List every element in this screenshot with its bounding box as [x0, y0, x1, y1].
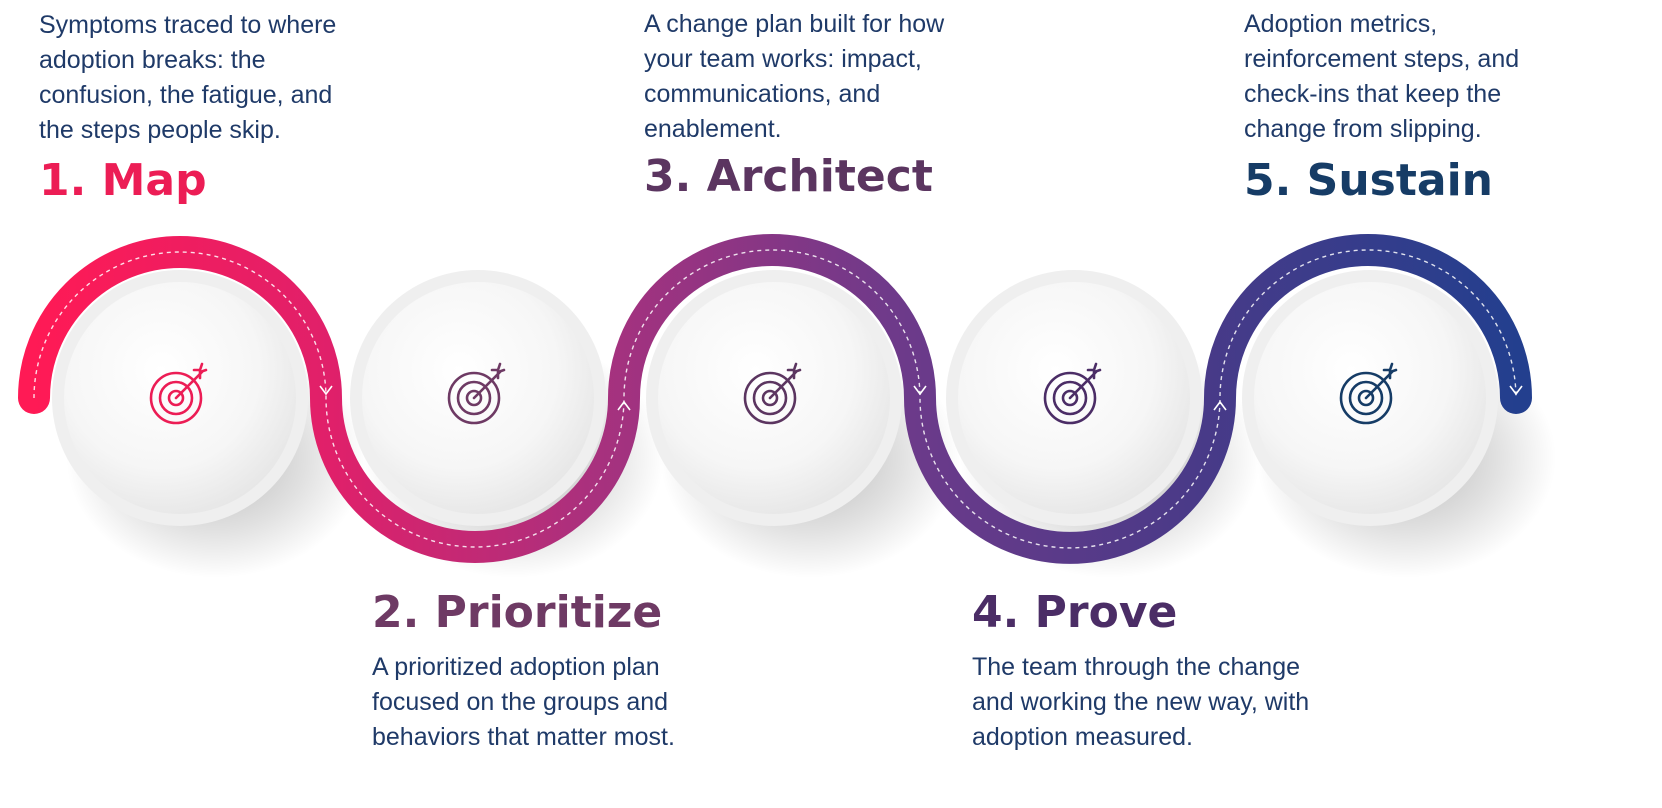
- description-line: Symptoms traced to where: [39, 11, 337, 39]
- step-description-1: Symptoms traced to where adoption breaks:…: [39, 8, 336, 148]
- description-line: communications, and: [644, 80, 881, 108]
- description-line: change from slipping.: [1244, 115, 1482, 143]
- step-description-2: A prioritized adoption plan focused on th…: [372, 650, 675, 755]
- description-line: confusion, the fatigue, and: [39, 81, 333, 109]
- description-line: adoption breaks: the: [39, 46, 266, 74]
- target-arrow-icon: [1043, 362, 1102, 425]
- target-arrow-icon: [1339, 362, 1398, 425]
- target-arrow-icon: [149, 362, 208, 425]
- step-description-4: The team through the change and working t…: [972, 650, 1309, 755]
- description-line: your team works: impact,: [644, 45, 922, 73]
- step-title-2: 2. Prioritize: [372, 587, 663, 638]
- description-line: A prioritized adoption plan: [372, 653, 660, 681]
- target-arrow-icon: [743, 362, 802, 425]
- step-title-5: 5. Sustain: [1244, 155, 1493, 206]
- step-disc-4: [946, 270, 1202, 526]
- description-line: Adoption metrics,: [1244, 10, 1438, 38]
- description-line: enablement.: [644, 115, 782, 143]
- step-disc-3: [646, 270, 902, 526]
- description-line: behaviors that matter most.: [372, 723, 675, 751]
- step-disc-2: [350, 270, 606, 526]
- description-line: adoption measured.: [972, 723, 1193, 751]
- step-disc-1: [52, 270, 308, 526]
- ribbon-arrow-icon: [913, 385, 927, 396]
- step-disc-5: [1242, 270, 1498, 526]
- ribbon-arrow-icon: [1213, 400, 1227, 411]
- step-title-1: 1. Map: [39, 155, 207, 206]
- description-line: and working the new way, with: [972, 688, 1310, 716]
- description-line: check-ins that keep the: [1244, 80, 1502, 108]
- description-line: the steps people skip.: [39, 116, 281, 144]
- description-line: focused on the groups and: [372, 688, 669, 716]
- step-title-4: 4. Prove: [972, 587, 1178, 638]
- step-title-3: 3. Architect: [644, 151, 933, 202]
- ribbon-dashed-guide: [33, 249, 1517, 549]
- target-arrow-icon: [447, 362, 506, 425]
- ribbon-arrow-icon: [617, 400, 631, 411]
- description-line: The team through the change: [972, 653, 1301, 681]
- ribbon-arrow-icon: [1509, 385, 1523, 396]
- description-line: reinforcement steps, and: [1244, 45, 1520, 73]
- step-description-5: Adoption metrics, reinforcement steps, an…: [1244, 7, 1519, 147]
- step-description-3: A change plan built for how your team wor…: [644, 7, 944, 147]
- description-line: A change plan built for how: [644, 10, 945, 38]
- ribbon-arrow-icon: [319, 385, 333, 396]
